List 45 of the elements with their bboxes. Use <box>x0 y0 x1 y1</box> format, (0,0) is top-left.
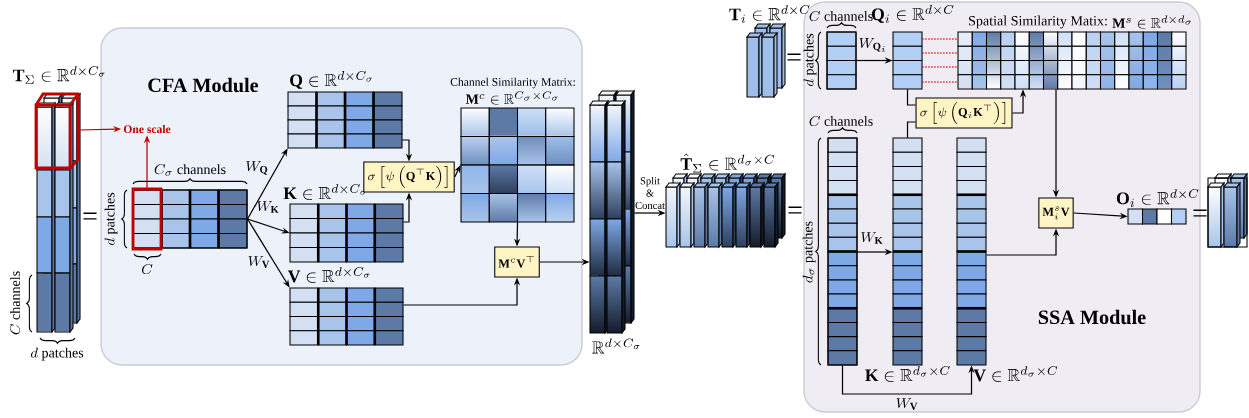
module-title: SSA Module <box>1038 309 1146 325</box>
formula-box: $\sigma\left[\psi\left(\mathbf{Q}_{i}\mathbf{K}^{\top}\right)\right]$ <box>915 97 1013 129</box>
edge-label: Split & Concat <box>635 177 665 209</box>
matrix-label: $\mathbf{Q} \in \mathbb{R}^{d\times C_{\sigma}}$ <box>290 71 373 89</box>
dimension-label: $C$ <box>141 263 153 275</box>
equals-sign: = <box>787 53 801 61</box>
equals-sign: = <box>788 206 802 214</box>
annotation-text: One scale <box>123 124 171 134</box>
dimension-label: $C_{\sigma}\text{ channels}$ <box>154 164 226 176</box>
feature-column <box>827 137 858 366</box>
matrix-label: $\mathbf{T}_{\Sigma} \in \mathbb{R}^{d\times C_{\sigma}}$ <box>13 66 105 84</box>
matrix-label: $\mathbf{V} \in \mathbb{R}^{d\times C_{\sigma}}$ <box>287 267 370 283</box>
dimension-label: $C\text{ channels}$ <box>809 115 873 127</box>
equals-sign: = <box>1193 209 1207 217</box>
edge-label: $W_{\mathbf{K}}$ <box>861 232 883 244</box>
connector-line <box>906 121 917 139</box>
formula-box: $\mathbf{M}^{c}\mathbf{V}^{\top}$ <box>494 246 540 278</box>
feature-grid <box>826 31 857 90</box>
matrix-label: $\mathbb{R}^{d\times C_{\sigma}}$ <box>592 338 640 354</box>
matrix-label: $\mathbf{M}^{c} \in \mathbb{R}^{C_{\sigma}\times C_{\sigma}}$ <box>465 91 558 105</box>
dimension-label: $d\text{ patches}$ <box>803 33 817 87</box>
matrix-title: Channel Similarity Matrix: <box>450 77 575 89</box>
matrix-label: $\mathbf{T}_{i} \in \mathbb{R}^{d\times C}$ <box>729 5 810 23</box>
module-title: CFA Module <box>148 77 259 93</box>
matrix-title: Spatial Similarity Matix: <box>969 15 1107 29</box>
edge-label: $W_{\mathbf{V}}$ <box>896 398 918 410</box>
dotted-lines <box>921 38 959 83</box>
dimension-label: $C\text{ channels}$ <box>809 10 873 22</box>
dimension-label: $d_{\sigma}\text{ patches}$ <box>802 221 816 283</box>
matrix-label: $\mathbf{M}^{s} \in \mathbb{R}^{d\times d_{\sigma}}$ <box>1112 15 1192 29</box>
arrow <box>454 165 461 178</box>
connector-line <box>906 88 917 106</box>
matrix-label: $\mathbf{O}_{i} \in \mathbb{R}^{d\times C}$ <box>1116 189 1199 207</box>
edge-label: $W_{\mathbf{K}}$ <box>257 201 279 213</box>
dimension-label: $d\text{ patches}$ <box>104 192 118 246</box>
edge-label: $W_{\mathbf{Q}_{i}}$ <box>859 38 885 53</box>
formula-box: $\sigma\left[\psi\left(\mathbf{Q}^{\top}\mathbf{K}\right)\right]$ <box>363 161 455 193</box>
edge-label: $W_{\mathbf{V}}$ <box>248 256 270 268</box>
formula-box: $\mathbf{M}_{i}^{s}\mathbf{V}$ <box>1038 197 1074 229</box>
matrix-label: $\hat{\mathbf{T}}_{\Sigma} \in \mathbb{R}^{d_{\sigma}\times C}$ <box>680 153 775 173</box>
dimension-label: $C\text{ channels}$ <box>9 271 21 335</box>
edge-label: $W_{\mathbf{Q}}$ <box>246 161 268 175</box>
matrix-label: $\mathbf{V} \in \mathbb{R}^{d_{\sigma}\times C}$ <box>973 366 1058 382</box>
matrix-label: $\mathbf{K} \in \mathbb{R}^{d_{\sigma}\times C}$ <box>865 366 950 382</box>
equals-sign: = <box>83 212 97 220</box>
